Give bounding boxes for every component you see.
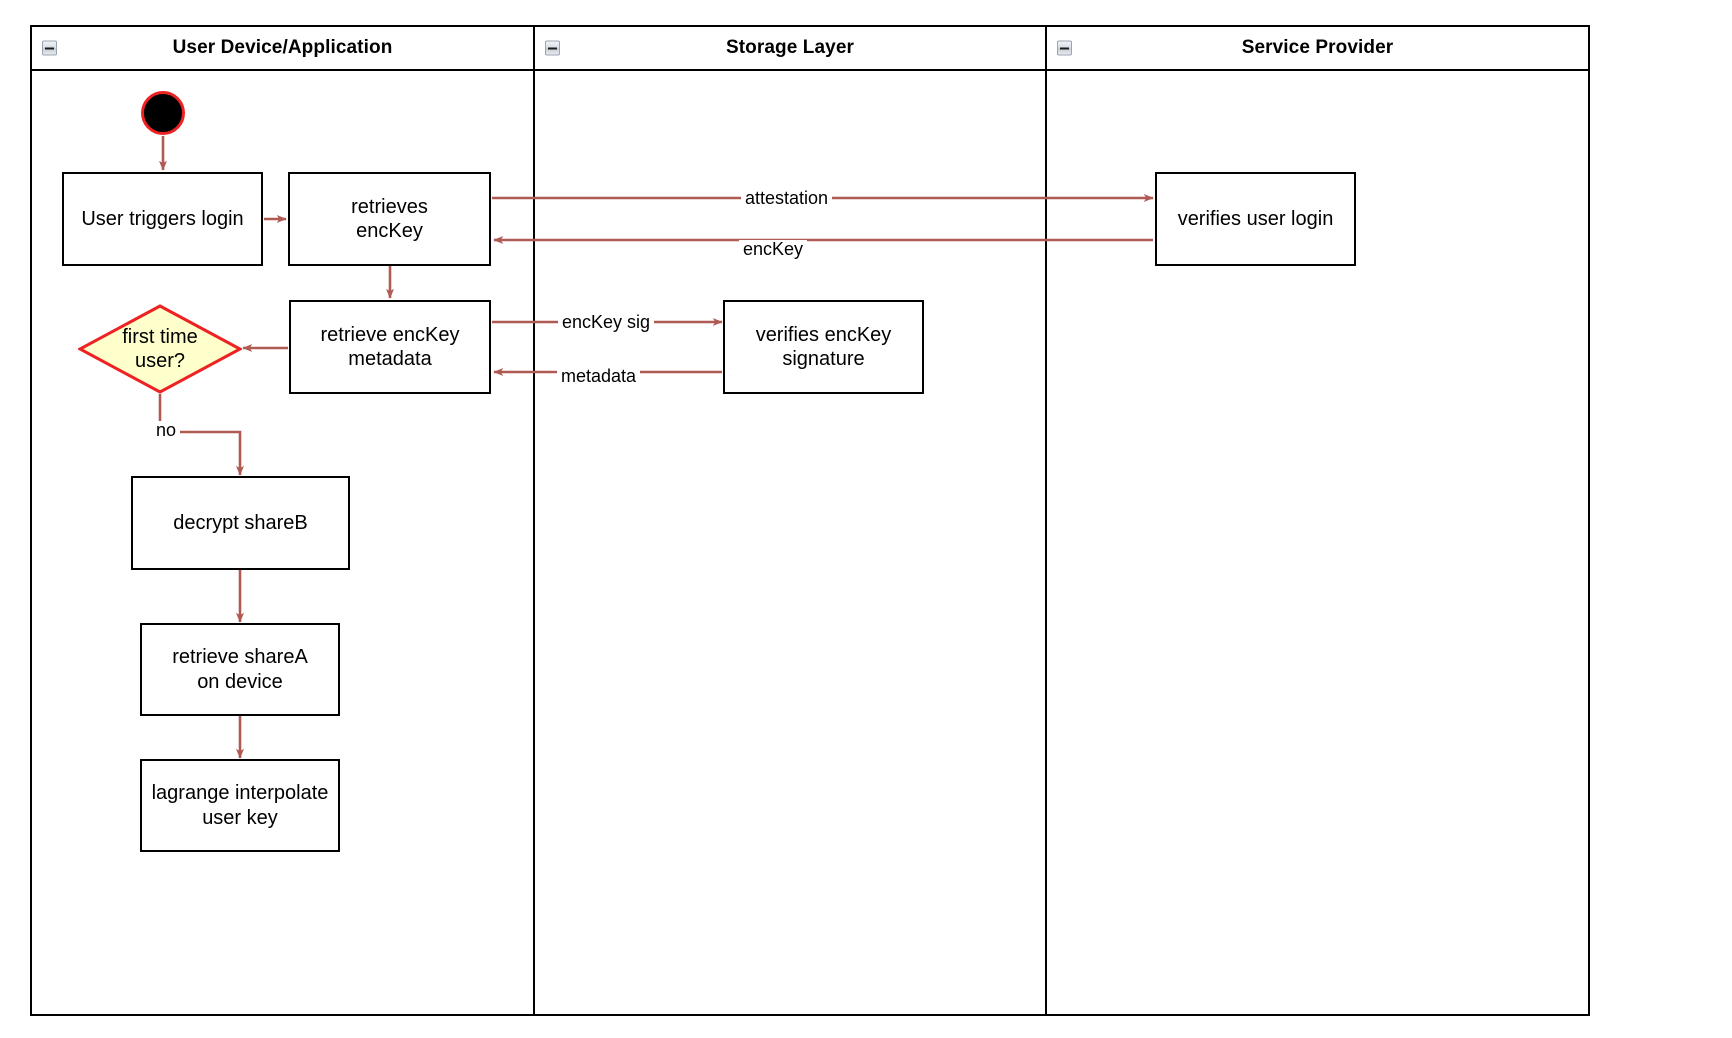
swimlane-service-provider[interactable]: Service Provider bbox=[1045, 27, 1588, 1014]
swimlane-storage-layer[interactable]: Storage Layer bbox=[533, 27, 1045, 1014]
node-first-time-user-decision[interactable]: first time user? bbox=[78, 304, 242, 394]
collapse-minus-icon[interactable] bbox=[545, 40, 560, 56]
lane-header-user-device[interactable]: User Device/Application bbox=[32, 27, 533, 71]
collapse-minus-icon[interactable] bbox=[42, 40, 57, 56]
start-node[interactable] bbox=[141, 91, 185, 135]
lane-title-service-provider: Service Provider bbox=[1241, 37, 1394, 58]
edge-label-enckey-sig: encKey sig bbox=[558, 313, 655, 331]
edge-label-enckey: encKey bbox=[739, 240, 808, 258]
node-user-triggers-login[interactable]: User triggers login bbox=[62, 172, 263, 266]
node-decrypt-shareb[interactable]: decrypt shareB bbox=[131, 476, 350, 570]
diamond-shape bbox=[78, 304, 242, 394]
node-lagrange-interpolate-user-key[interactable]: lagrange interpolate user key bbox=[140, 759, 340, 852]
lane-title-user-device: User Device/Application bbox=[172, 37, 393, 58]
lane-header-service-provider[interactable]: Service Provider bbox=[1047, 27, 1588, 71]
node-verifies-enckey-signature[interactable]: verifies encKey signature bbox=[723, 300, 924, 394]
lane-header-storage-layer[interactable]: Storage Layer bbox=[535, 27, 1045, 71]
lane-title-storage-layer: Storage Layer bbox=[725, 37, 855, 58]
edge-label-metadata: metadata bbox=[557, 367, 641, 385]
swimlane-user-device[interactable]: User Device/Application bbox=[32, 27, 533, 1014]
edge-label-attestation: attestation bbox=[741, 189, 833, 207]
node-retrieve-enckey-metadata[interactable]: retrieve encKey metadata bbox=[289, 300, 491, 394]
node-verifies-user-login[interactable]: verifies user login bbox=[1155, 172, 1356, 266]
decision-label: first time user? bbox=[122, 326, 198, 372]
edge-label-no: no bbox=[152, 421, 181, 439]
node-retrieve-sharea-on-device[interactable]: retrieve shareA on device bbox=[140, 623, 340, 716]
node-retrieves-enckey[interactable]: retrieves encKey bbox=[288, 172, 491, 266]
collapse-minus-icon[interactable] bbox=[1057, 40, 1072, 56]
